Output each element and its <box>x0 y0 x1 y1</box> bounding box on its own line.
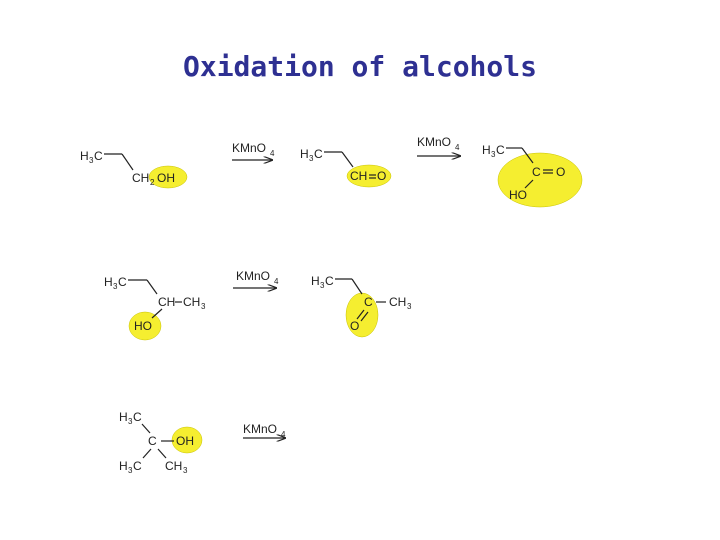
reagent-arrow-1: KMnO 4 <box>232 141 275 160</box>
carboxylic-acid: H 3 C C O HO <box>482 143 583 208</box>
reagent-label: KMnO <box>243 422 277 436</box>
atom-ho: HO <box>509 188 527 202</box>
aldehyde: H 3 C CH O <box>300 147 392 188</box>
svg-text:3: 3 <box>201 302 206 311</box>
hydroxyl-highlight <box>148 165 188 189</box>
atom-h3c-h: H <box>311 274 320 288</box>
atom-h3c-h: H <box>482 143 491 157</box>
atom-ch: CH <box>158 295 175 309</box>
atom-ch2: CH <box>132 171 149 185</box>
atom-ch: CH <box>350 169 367 183</box>
atom-ch3: CH <box>183 295 200 309</box>
svg-text:3: 3 <box>89 156 94 165</box>
atom-o: O <box>556 165 565 179</box>
hydroxyl-highlight <box>171 426 203 454</box>
atom-c: C <box>364 295 373 309</box>
atom-o: O <box>377 169 386 183</box>
atom-ch3: CH <box>165 459 182 473</box>
carbonyl-highlight <box>346 164 392 188</box>
secondary-alcohol: H 3 C CH CH 3 HO <box>104 275 206 341</box>
atom-h3c-h: H <box>80 149 89 163</box>
atom-h3c-h: H <box>119 459 128 473</box>
atom-c: C <box>532 165 541 179</box>
reagent-label: KMnO <box>232 141 266 155</box>
svg-text:4: 4 <box>274 277 279 286</box>
svg-text:C: C <box>314 147 323 161</box>
reagent-label: KMnO <box>236 269 270 283</box>
svg-text:3: 3 <box>128 466 133 475</box>
atom-ch3: CH <box>389 295 406 309</box>
tertiary-alcohol: H 3 C C OH H 3 C CH 3 <box>119 410 203 475</box>
svg-text:C: C <box>118 275 127 289</box>
svg-text:3: 3 <box>320 281 325 290</box>
svg-text:2: 2 <box>150 178 155 187</box>
svg-text:3: 3 <box>128 417 133 426</box>
svg-text:3: 3 <box>113 282 118 291</box>
svg-text:4: 4 <box>455 143 460 152</box>
reagent-arrow-3: KMnO 4 <box>233 269 279 288</box>
atom-oh: OH <box>176 434 194 448</box>
svg-text:C: C <box>133 459 142 473</box>
svg-text:C: C <box>325 274 334 288</box>
atom-oh: OH <box>157 171 175 185</box>
atom-h3c-h: H <box>104 275 113 289</box>
svg-text:3: 3 <box>309 154 314 163</box>
reagent-arrow-2: KMnO 4 <box>417 135 460 156</box>
svg-text:4: 4 <box>270 149 275 158</box>
ketone: H 3 C C CH 3 O <box>311 274 412 338</box>
svg-text:C: C <box>496 143 505 157</box>
hydroxyl-highlight <box>128 311 162 341</box>
atom-h3c-h: H <box>119 410 128 424</box>
svg-text:3: 3 <box>183 466 188 475</box>
atom-h3c-h: H <box>300 147 309 161</box>
svg-text:3: 3 <box>491 150 496 159</box>
svg-text:C: C <box>94 149 103 163</box>
page-title: Oxidation of alcohols <box>182 50 537 83</box>
carboxyl-highlight <box>497 152 583 208</box>
reagent-arrow-4: KMnO 4 <box>243 422 286 439</box>
atom-o: O <box>350 319 359 333</box>
atom-c: C <box>148 434 157 448</box>
atom-ho: HO <box>134 319 152 333</box>
primary-alcohol: H 3 C CH 2 OH <box>80 149 188 189</box>
reagent-label: KMnO <box>417 135 451 149</box>
svg-text:C: C <box>133 410 142 424</box>
svg-text:3: 3 <box>407 302 412 311</box>
